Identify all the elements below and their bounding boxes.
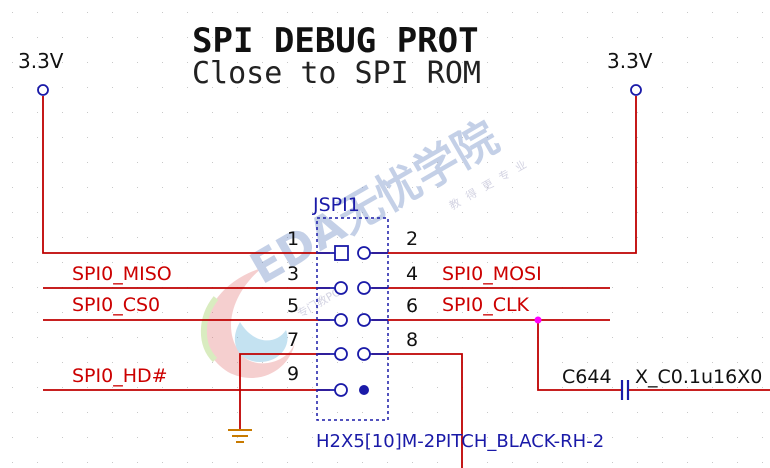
pin-10-key-dot	[359, 385, 369, 395]
pin-7-pad	[334, 347, 348, 361]
pin-5-number: 5	[287, 295, 299, 317]
capacitor-ref: C644	[562, 366, 612, 388]
wires	[42, 96, 770, 468]
wire-pin8	[372, 353, 463, 468]
pin-3-pad	[334, 281, 348, 295]
pin-9-number: 9	[287, 363, 299, 385]
watermark-logo-drop	[234, 322, 288, 362]
pin-7-number: 7	[287, 329, 299, 351]
junction-dot	[534, 316, 542, 324]
wire-3v3-right	[372, 96, 637, 254]
pin-4-pad	[357, 281, 371, 295]
power-port-left	[37, 84, 49, 96]
pin-9-pad	[334, 383, 348, 397]
wire-3v3-left	[42, 96, 330, 254]
pin-1-pad	[334, 245, 349, 261]
watermark-logo-arc	[200, 296, 219, 363]
connector-body	[316, 217, 389, 421]
pin-2-number: 2	[406, 228, 418, 250]
net-label-clk: SPI0_CLK	[442, 294, 530, 316]
net-label-cs0: SPI0_CS0	[72, 294, 160, 316]
ground-icon	[228, 429, 252, 443]
pin-8-pad	[357, 347, 371, 361]
pin-6-pad	[357, 313, 371, 327]
pin-8-number: 8	[406, 329, 418, 351]
power-port-right	[630, 84, 642, 96]
power-label-right: 3.3V	[607, 49, 653, 73]
pin-2-pad	[357, 246, 371, 260]
connector-jspi1: JSPI1 H2X5[10]M-2PITCH_BLACK-RH-2	[287, 194, 604, 452]
connector-part: H2X5[10]M-2PITCH_BLACK-RH-2	[316, 431, 604, 452]
pin-6-number: 6	[406, 295, 418, 317]
power-label-left: 3.3V	[18, 49, 64, 73]
net-label-mosi: SPI0_MOSI	[442, 263, 542, 285]
connector-ref: JSPI1	[312, 194, 360, 216]
pin-4-number: 4	[406, 263, 418, 285]
page-title: SPI DEBUG PROT	[192, 21, 479, 61]
pin-1-number: 1	[287, 228, 299, 250]
wire-gnd-pin7	[239, 353, 330, 430]
net-label-miso: SPI0_MISO	[72, 263, 172, 285]
capacitor-icon	[620, 380, 630, 400]
pin-5-pad	[334, 313, 348, 327]
net-label-hd: SPI0_HD#	[72, 365, 168, 387]
capacitor-value: X_C0.1u16X0	[635, 366, 762, 388]
pin-3-number: 3	[287, 263, 299, 285]
page-subtitle: Close to SPI ROM	[192, 56, 481, 91]
wire-clk-to-cap	[537, 320, 622, 391]
watermark-logo-swoosh	[204, 268, 295, 379]
